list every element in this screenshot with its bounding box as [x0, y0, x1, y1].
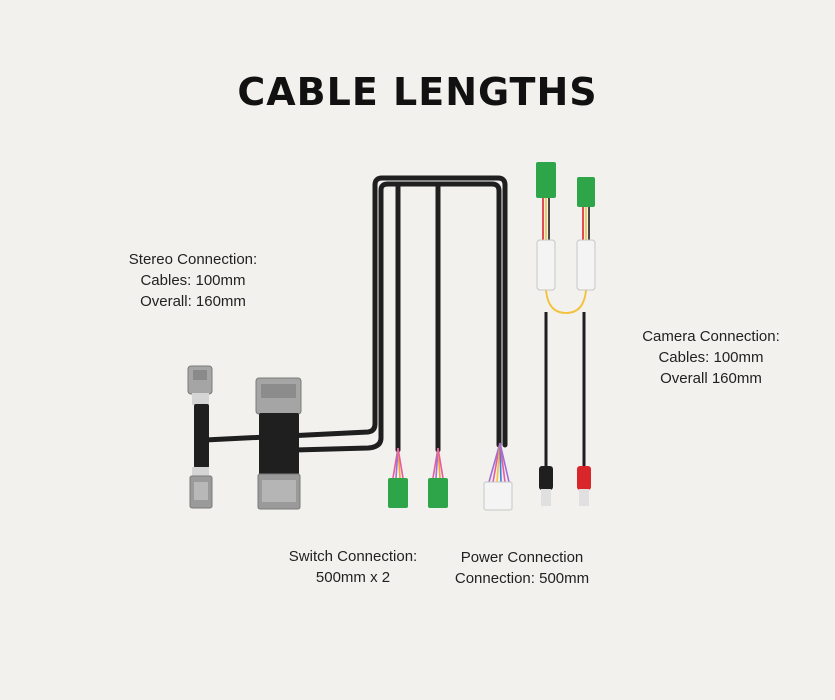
power-heading: Power Connection	[460, 549, 584, 566]
stereo-large-harness	[255, 377, 302, 510]
stereo-connection-label: Stereo Connection: Cables: 100mm Overall…	[118, 249, 268, 312]
stereo-cables-length: Cables: 100mm	[140, 272, 246, 289]
power-connector	[483, 481, 513, 511]
stereo-small-harness	[187, 365, 213, 509]
page-title: CABLE LENGTHS	[237, 70, 598, 114]
power-wires	[488, 442, 510, 483]
camera-connection-label: Camera Connection: Cables: 100mm Overall…	[633, 326, 789, 389]
switch-wires	[392, 447, 444, 479]
camera-harness	[536, 162, 596, 506]
switch-connector-2	[428, 478, 448, 508]
main-cable-loop	[202, 175, 508, 453]
camera-heading: Camera Connection:	[642, 328, 780, 345]
stereo-heading: Stereo Connection:	[128, 251, 258, 268]
switch-length: 500mm x 2	[315, 569, 391, 586]
power-length: Connection: 500mm	[454, 570, 590, 587]
switch-heading: Switch Connection:	[288, 548, 418, 565]
camera-cables-length: Cables: 100mm	[658, 349, 764, 366]
stereo-overall-length: Overall: 160mm	[140, 293, 246, 310]
power-connection-label: Power Connection Connection: 500mm	[444, 547, 600, 589]
switch-connector-1	[388, 478, 408, 508]
switch-connection-label: Switch Connection: 500mm x 2	[278, 546, 428, 588]
camera-overall-length: Overall 160mm	[660, 370, 762, 387]
